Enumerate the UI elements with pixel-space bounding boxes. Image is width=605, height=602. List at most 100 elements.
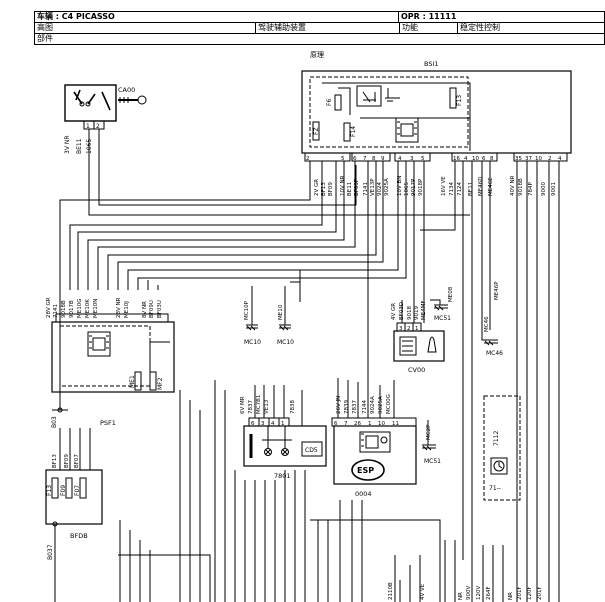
parts-label: 部件	[37, 34, 53, 43]
wire-label: ME10K	[85, 299, 91, 318]
ca00-label: CA00	[118, 86, 135, 94]
key-icon	[137, 95, 147, 105]
wire-label: 3V NR	[64, 136, 71, 155]
title-row-3: 部件	[35, 34, 604, 44]
wire-label: 9024	[377, 182, 383, 196]
wire-label: BF13	[321, 182, 327, 196]
c0004-label: 0004	[355, 490, 372, 498]
wire-label: NR	[508, 592, 514, 600]
wire-label: BF07	[74, 454, 80, 468]
esp-badge	[351, 459, 385, 481]
wire-label: 7144	[362, 400, 368, 414]
cv00-horn: 3 2 1 CV00	[393, 300, 445, 374]
level-label: 高图	[35, 23, 256, 33]
wire-label: 2V GR	[314, 179, 320, 196]
wire-label: 7839	[344, 400, 350, 414]
wire-label: NR	[458, 592, 464, 600]
wire-label: VE13	[264, 399, 270, 414]
ground-label: MC10	[244, 339, 261, 346]
wire-label: ME46P	[494, 281, 500, 300]
diagram-caption: 原理	[310, 51, 324, 59]
wire-label: 9001	[551, 182, 557, 196]
cv00-wire-labels: 4V GR BF03D 9018 9019 ME4MF	[391, 300, 427, 320]
wire-label: 7134	[449, 182, 455, 196]
wire-label: 10V NR	[340, 175, 346, 196]
mc46-ground: MC46 ME46P MC46	[481, 281, 503, 357]
ca00-pin: 1	[86, 123, 90, 130]
pin: 6	[251, 421, 255, 427]
component-0004-esp: 6 7 26 1 10 11 ESP 0004	[331, 378, 417, 498]
c7801-wire-labels: 6V MR 7837 MC7B1 VE13 7838	[240, 395, 296, 414]
wire-label: ME10	[278, 304, 284, 320]
wire-label: 201F	[537, 586, 543, 600]
pin: 16	[453, 156, 460, 162]
wire-label: 7124	[457, 182, 463, 196]
lower-harness	[118, 380, 504, 602]
pin: 11	[392, 421, 399, 427]
wire-label: 40V NR	[510, 175, 516, 196]
pin: 1	[368, 421, 372, 427]
pin: 7	[344, 421, 348, 427]
pin: 6	[353, 156, 357, 162]
sensor-icon	[493, 460, 505, 472]
wire-label: 26V JN	[336, 396, 342, 414]
bsi-pin-numbers: 2 5 6 7 8 9 4 3 5 16 4 10 6 8 35 37 10 2…	[306, 156, 562, 162]
wire-label: 2110B	[388, 582, 394, 600]
pin: 26	[354, 421, 361, 427]
pin: 4	[271, 421, 275, 427]
pin: 2	[407, 326, 411, 332]
wire-label: BE11	[347, 182, 353, 196]
pin: 9	[381, 156, 385, 162]
bottom-wire-labels: 2110B 4V VE NR NR 900V 201F 120V 120F 26…	[388, 582, 543, 600]
wire-label: MC10P	[244, 300, 250, 320]
wire-label: 28V NR	[116, 297, 122, 318]
wire-label: 9025A	[384, 178, 390, 196]
ground-label: MC10	[277, 339, 294, 346]
function-value: 稳定性控制	[460, 23, 500, 32]
wire-label: 9024A	[370, 396, 376, 414]
title-row-2: 高图 驾驶辅助装置 功能 稳定性控制	[35, 23, 604, 34]
harness-wires	[59, 161, 560, 602]
pin: 35	[515, 156, 522, 162]
psf1-unit: ME1 MF2 PSF1	[51, 313, 175, 427]
wire-label: 9025A	[378, 396, 384, 414]
fuse-label: MF2	[157, 377, 164, 390]
wire-label: 1065	[404, 182, 410, 196]
bfdb-label: BFDB	[70, 532, 88, 540]
psf-wire-labels: 28V GR 7141 9018B 9017B ME10G ME10K ME10…	[46, 297, 163, 318]
function-label: 功能	[400, 23, 458, 33]
wire-label: 9000	[541, 182, 547, 196]
wire-label: 264F	[486, 586, 492, 600]
wire-label: MC00G	[386, 394, 392, 414]
wire-label: 8V NR	[142, 301, 148, 318]
wire-label: 201F	[517, 586, 523, 600]
mc51-ground-mid: MC2P MC51	[422, 420, 441, 465]
vehicle-label: 车辆 : C4 PICASSO	[35, 12, 399, 22]
c7112-label: 7112	[493, 431, 500, 446]
ca00-key-switch: CA00 1 2 3V NR BE11 1065	[64, 84, 147, 155]
wire-label: 9018B	[61, 300, 67, 318]
pin: 2	[306, 156, 310, 162]
wire-label: BF03D	[399, 302, 405, 320]
title-block: 车辆 : C4 PICASSO OPR : 11111 高图 驾驶辅助装置 功能…	[34, 11, 605, 45]
psf1-label: PSF1	[100, 419, 116, 427]
c7801-label: 7801	[274, 472, 291, 480]
wire-label: 16V VE	[441, 176, 447, 196]
wire-label: 28V GR	[46, 297, 52, 318]
fuse-label: F6	[326, 99, 333, 106]
wire-label: BF03U	[157, 300, 163, 318]
mc10-ground-a: MC10P MC10	[244, 286, 261, 346]
wire-label: ME46E	[488, 177, 494, 196]
opr-label: OPR : 11111	[401, 12, 457, 21]
wire-label: BF09	[328, 182, 334, 196]
pin: 4	[398, 156, 402, 162]
fuse-label: F14	[350, 126, 357, 137]
bsi-pin-strip	[304, 152, 568, 162]
wire-label: 784P	[528, 182, 534, 196]
wire-label: BF09P	[354, 178, 360, 196]
wire-label: ME10G	[77, 299, 83, 318]
pin: 5	[421, 156, 425, 162]
wire-label: 120F	[527, 586, 533, 600]
bsi-label: BSI1	[424, 60, 439, 68]
